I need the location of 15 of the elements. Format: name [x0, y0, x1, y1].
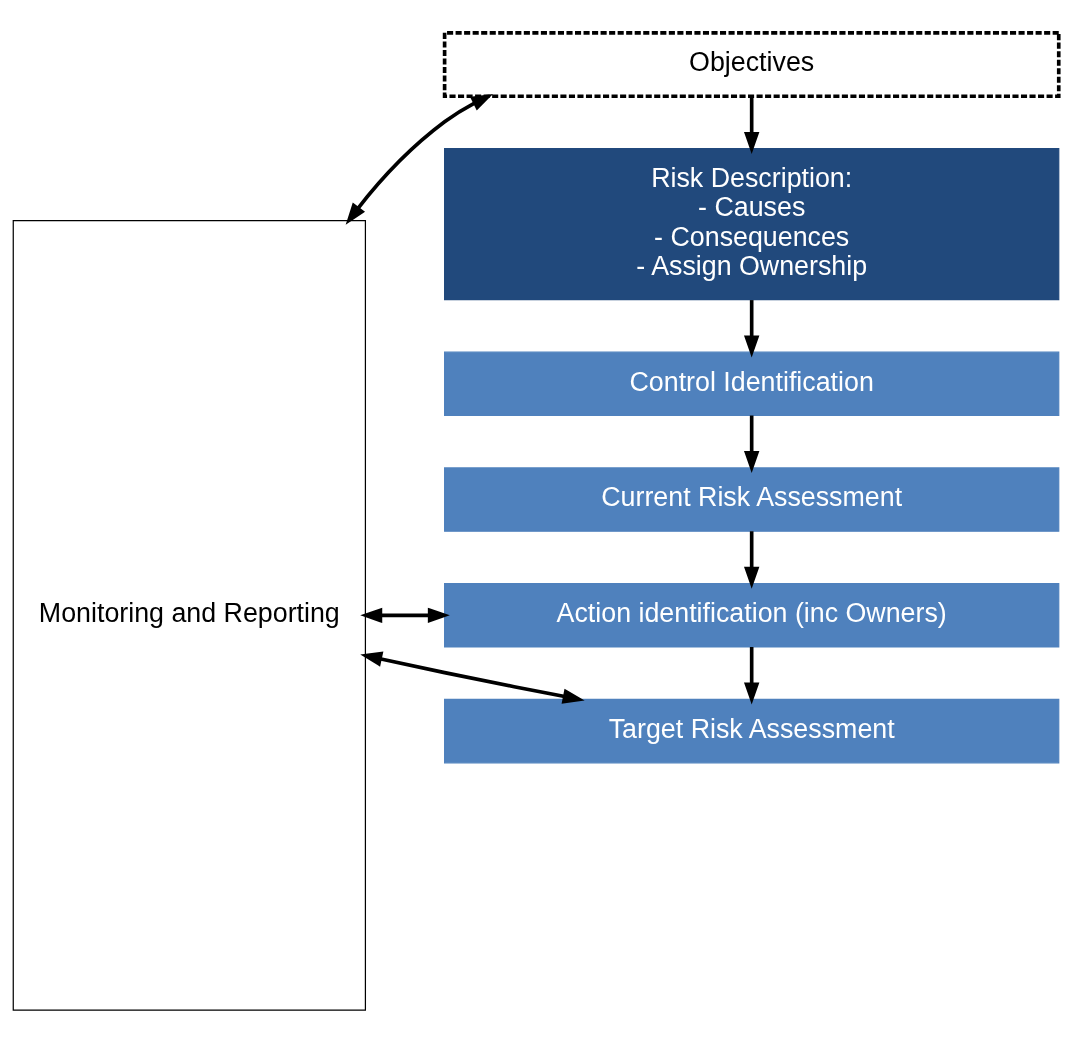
arrow — [360, 651, 585, 704]
node-box: Current Risk Assessment — [444, 466, 1060, 532]
arrow — [345, 93, 494, 225]
node-box: Target Risk Assessment — [444, 698, 1060, 763]
node-box: Risk Description: - Causes - Consequences - Assign Ownership — [444, 147, 1060, 300]
arrow — [744, 646, 760, 705]
arrow — [744, 530, 760, 589]
arrow — [744, 415, 760, 473]
node-box: Action identification (inc Owners) — [444, 582, 1060, 648]
arrow — [744, 299, 760, 358]
node-box: Control Identification — [444, 351, 1060, 416]
node-box: Objectives — [442, 30, 1061, 98]
arrow — [744, 95, 760, 154]
arrow — [360, 607, 450, 623]
node-box: Monitoring and Reporting — [12, 219, 367, 1011]
